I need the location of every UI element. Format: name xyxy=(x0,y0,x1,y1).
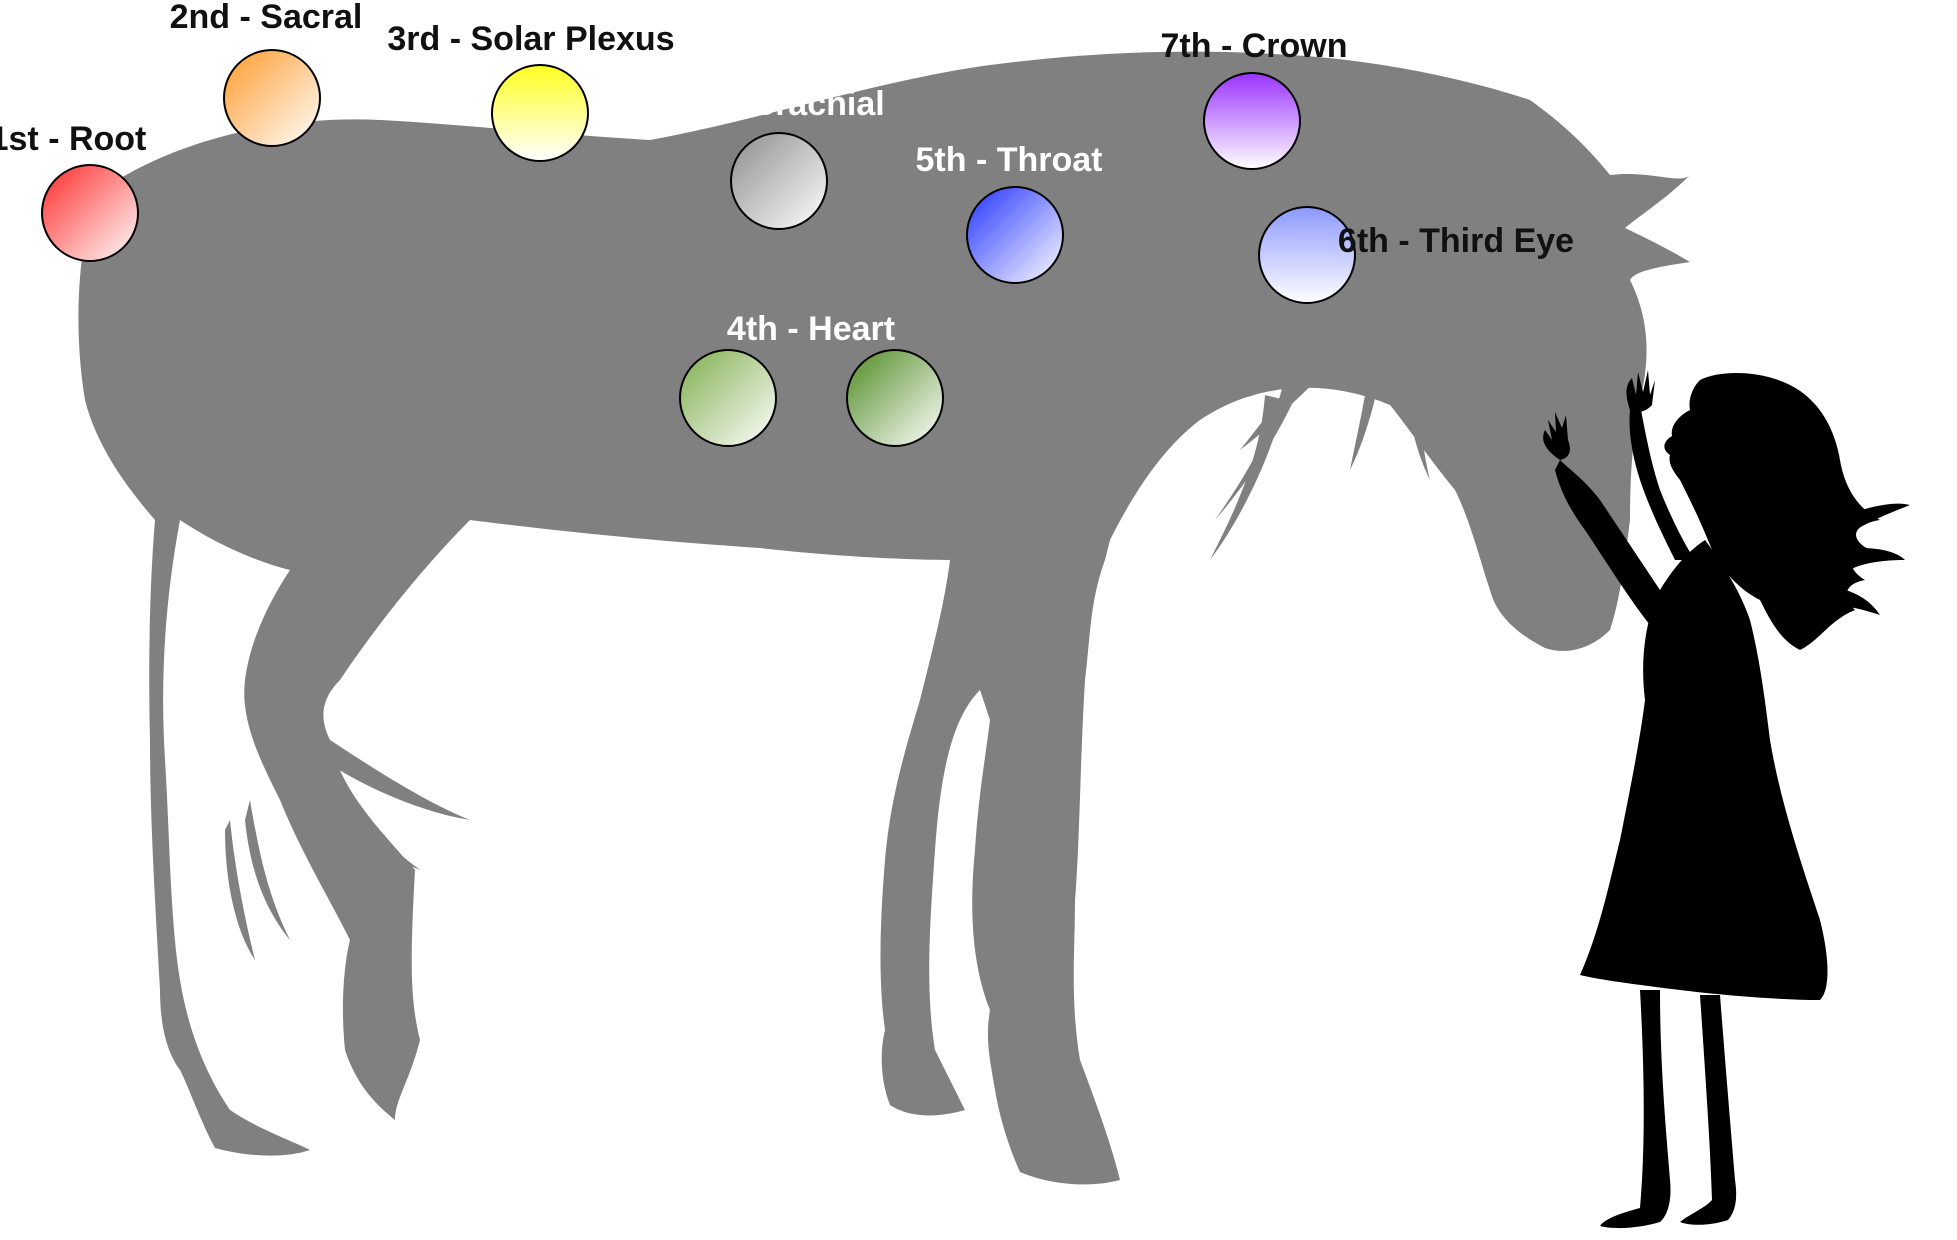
chakra-crown-circle xyxy=(1204,73,1300,169)
chakra-heart-circle-2 xyxy=(847,350,943,446)
chakra-crown-label: 7th - Crown xyxy=(1161,27,1348,65)
chakra-throat-label: 5th - Throat xyxy=(916,141,1103,179)
chakra-root: 1st - Root xyxy=(0,120,146,261)
chakra-throat-circle xyxy=(967,187,1063,283)
chakra-brachial-label: 8th - Brachial xyxy=(669,85,884,123)
chakra-brachial-circle xyxy=(731,133,827,229)
chakra-solar-label: 3rd - Solar Plexus xyxy=(387,20,674,58)
chakra-heart-label: 4th - Heart xyxy=(727,310,895,348)
chakra-sacral-label: 2nd - Sacral xyxy=(170,0,363,36)
chakra-third-eye-label: 6th - Third Eye xyxy=(1338,222,1574,260)
chakra-sacral-circle xyxy=(224,50,320,146)
chakra-heart-circle-1 xyxy=(680,350,776,446)
chakra-root-label: 1st - Root xyxy=(0,120,146,158)
chakra-solar-circle xyxy=(492,65,588,161)
girl-silhouette xyxy=(1543,370,1910,1228)
chakra-root-circle xyxy=(42,165,138,261)
